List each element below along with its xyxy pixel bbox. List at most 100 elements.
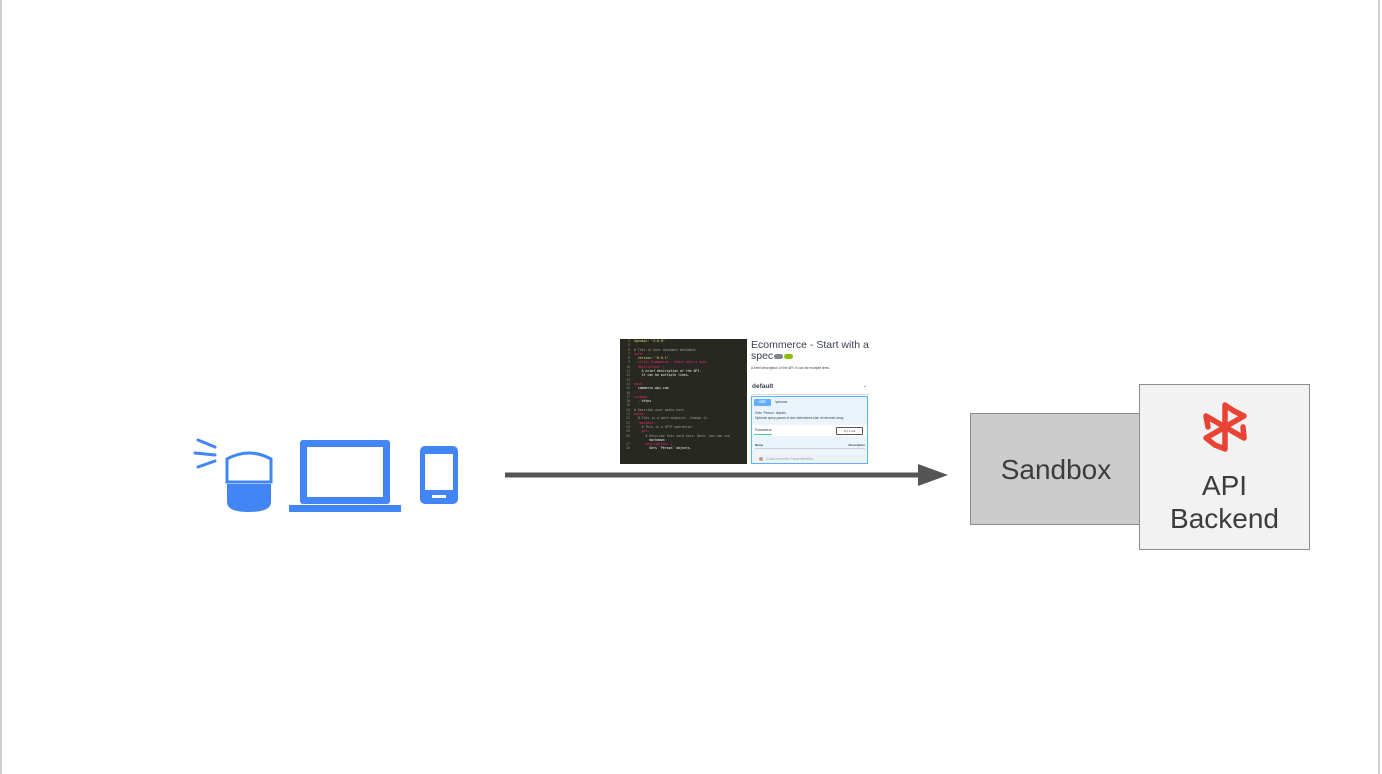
version-badge bbox=[774, 353, 784, 359]
code-line: 17 schemes: bbox=[620, 395, 747, 399]
code-line: 4 openapi: "3.0.0" bbox=[620, 339, 747, 343]
code-text: # This is a path endpoint. Change it. bbox=[634, 416, 709, 421]
code-text: title: Ecommerce - Start with a spec bbox=[634, 360, 707, 365]
code-line: 8 version: "0.0.1" bbox=[620, 356, 747, 360]
line-number: 9 bbox=[628, 360, 630, 365]
line-number: 25 bbox=[626, 429, 630, 434]
code-text: get: bbox=[634, 429, 650, 434]
request-arrow bbox=[505, 464, 948, 486]
divider bbox=[755, 448, 865, 449]
code-line: 19 bbox=[620, 403, 747, 407]
try-it-out-button[interactable]: Try it out bbox=[836, 427, 863, 435]
method-badge: GET bbox=[754, 399, 771, 406]
code-line: 15 commerce.api.com bbox=[620, 386, 747, 390]
section-label: default bbox=[752, 383, 774, 390]
line-number: 8 bbox=[628, 356, 630, 361]
line-number: 17 bbox=[626, 394, 630, 399]
code-text: - https bbox=[634, 399, 652, 404]
code-text: /persons: bbox=[634, 420, 656, 425]
code-text: commerce.api.com bbox=[634, 386, 669, 391]
code-text: description: | bbox=[634, 364, 665, 369]
code-text: # Describe this verb here. Note: you can… bbox=[634, 433, 730, 438]
preview-description: A brief description of the API. It can b… bbox=[751, 366, 830, 370]
parameter-row: Could not render ParametersRow. bbox=[759, 457, 814, 462]
line-number: 5 bbox=[628, 343, 630, 348]
line-number: 16 bbox=[626, 390, 630, 395]
line-number: 7 bbox=[628, 351, 630, 356]
code-line: 9 title: Ecommerce - Start with a spec bbox=[620, 360, 747, 364]
code-line: 24 # This is a HTTP operation bbox=[620, 425, 747, 429]
line-number: 12 bbox=[626, 373, 630, 378]
spec-docs-preview: Ecommerce - Start with a spec A brief de… bbox=[750, 339, 870, 464]
line-number: 4 bbox=[628, 339, 630, 343]
smart-speaker-icon bbox=[193, 438, 273, 512]
code-text: markdown bbox=[634, 437, 665, 442]
code-text: schemes: bbox=[634, 394, 650, 399]
code-text: host: bbox=[634, 381, 644, 386]
line-number: 10 bbox=[626, 364, 630, 369]
client-devices bbox=[193, 438, 458, 512]
code-line: 13 bbox=[620, 378, 747, 382]
get-persons-operation[interactable]: GET /persons Gets `Person` objects.Optio… bbox=[751, 396, 868, 464]
code-line: 28 Gets `Person` objects. bbox=[620, 446, 747, 450]
code-line: 11 A brief description of the API. bbox=[620, 369, 747, 373]
code-line: 7 info: bbox=[620, 352, 747, 356]
operation-description: Gets `Person` objects.Optional query par… bbox=[755, 411, 844, 420]
line-number: 23 bbox=[626, 420, 630, 425]
code-line: 18 - https bbox=[620, 399, 747, 403]
line-number: 15 bbox=[626, 386, 630, 391]
code-line: 10 description: | bbox=[620, 365, 747, 369]
code-line: 23 /persons: bbox=[620, 421, 747, 425]
code-text: version: "0.0.1" bbox=[634, 356, 669, 361]
code-line: 20 # Describe your paths here bbox=[620, 408, 747, 412]
line-number: 22 bbox=[626, 416, 630, 421]
line-number: 20 bbox=[626, 407, 630, 412]
code-text: # Describe your paths here bbox=[634, 407, 684, 412]
code-line: 12 It can be multiple lines. bbox=[620, 373, 747, 377]
line-number: 24 bbox=[626, 424, 630, 429]
phone-icon bbox=[420, 446, 458, 504]
code-line: 22 # This is a path endpoint. Change it. bbox=[620, 416, 747, 420]
line-number: 26 bbox=[626, 433, 630, 438]
code-line: 26 # Describe this verb here. Note: you … bbox=[620, 434, 747, 438]
line-number: 27 bbox=[626, 442, 630, 447]
code-text: # This is your document metadata bbox=[634, 347, 696, 352]
laptop-icon bbox=[289, 440, 401, 512]
oas-badge bbox=[784, 353, 794, 359]
code-text: paths: bbox=[634, 412, 646, 417]
line-number: 6 bbox=[628, 347, 630, 352]
apigee-logo-icon bbox=[1203, 402, 1247, 452]
default-section[interactable]: default ⌄ bbox=[751, 383, 869, 395]
code-line: 25 get: bbox=[620, 429, 747, 433]
row-icon bbox=[759, 457, 763, 462]
chevron-down-icon: ⌄ bbox=[862, 383, 867, 389]
code-line: 5 bbox=[620, 343, 747, 347]
code-line: 27 description: | bbox=[620, 442, 747, 446]
sandbox-label: Sandbox bbox=[1000, 454, 1112, 485]
line-number: 14 bbox=[626, 381, 630, 386]
code-text: A brief description of the API. bbox=[634, 369, 702, 374]
code-text: info: bbox=[634, 351, 644, 356]
line-number: 18 bbox=[626, 399, 630, 404]
backend-label-line-1: API bbox=[1201, 470, 1248, 501]
code-text: description: | bbox=[634, 442, 673, 447]
code-line: markdown bbox=[620, 438, 747, 442]
sandbox-node: Sandbox bbox=[970, 413, 1142, 525]
line-number: 13 bbox=[626, 377, 630, 382]
code-line: 16 bbox=[620, 391, 747, 395]
preview-title: Ecommerce - Start with a spec bbox=[751, 339, 869, 362]
parameters-bar: Parameters Try it out bbox=[752, 425, 867, 436]
parameters-label: Parameters bbox=[755, 428, 772, 432]
code-text: Gets `Person` objects. bbox=[634, 446, 692, 451]
code-text: openapi: "3.0.0" bbox=[634, 339, 665, 343]
line-number: 11 bbox=[626, 369, 630, 374]
line-number: 28 bbox=[626, 446, 630, 451]
code-text: It can be multiple lines. bbox=[634, 373, 690, 378]
